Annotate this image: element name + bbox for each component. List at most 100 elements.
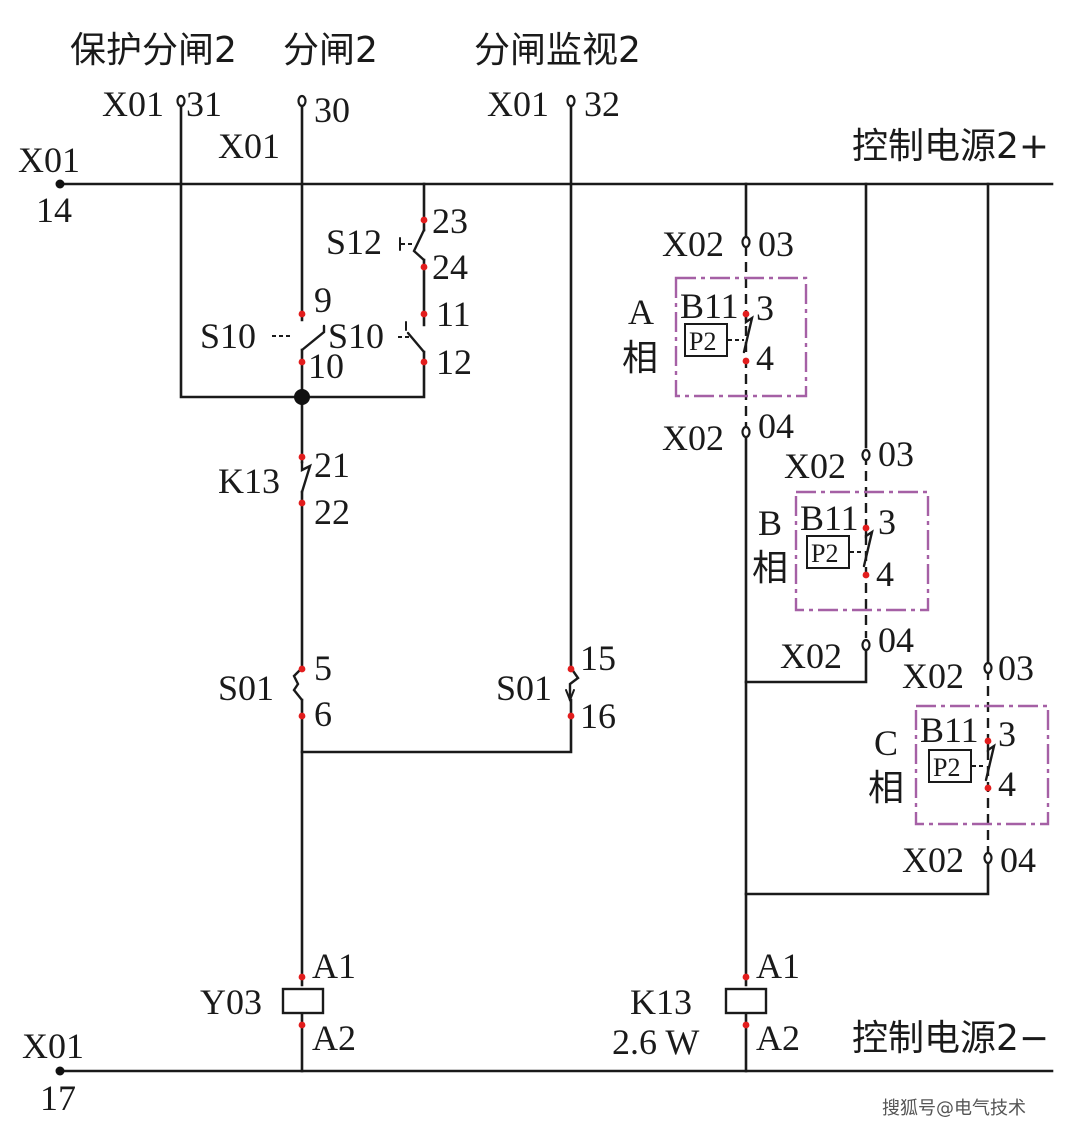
s01-left-contact: S01 5 6 [218, 648, 332, 734]
phase-c-pin-a: 3 [998, 714, 1016, 754]
phase-c-sensor-box [928, 749, 972, 783]
pin-marker [420, 310, 428, 318]
phase-a-device: B11 [680, 286, 739, 326]
phase-b-bottom-strip: X02 [780, 636, 842, 676]
negative-bus-label: 控制电源2− [852, 1018, 1049, 1059]
s10-left-pin-b: 10 [308, 346, 344, 386]
s01-right-pin-a: 15 [580, 638, 616, 678]
terminal-dot [861, 638, 871, 652]
header-trip: 分闸2 [283, 30, 378, 71]
s01-right-blade [568, 666, 580, 702]
s01-left-blade [292, 666, 304, 702]
s01-right-pin-b: 16 [580, 696, 616, 736]
pin-marker [567, 712, 575, 720]
s10-left-blade [300, 324, 326, 352]
phase-a-letter: A [628, 292, 654, 332]
phase-a-sensor: P2 [689, 327, 716, 356]
wire-s10-right-return [300, 350, 426, 399]
pin-marker [862, 571, 870, 579]
pin-marker [420, 216, 428, 224]
pin-marker [742, 357, 750, 365]
s01-right-label: S01 [496, 668, 552, 708]
header-protect-trip: 保护分闸2 [70, 30, 237, 71]
phase-c-suffix: 相 [868, 768, 904, 809]
terminal-dot [176, 94, 186, 108]
terminal-pin-label: 17 [40, 1078, 76, 1118]
k13-contact-pin-b: 22 [314, 492, 350, 532]
s10-right-label: S10 [328, 316, 384, 356]
k13-coil-body [724, 987, 768, 1015]
s12-contact: S12 23 24 [326, 201, 468, 287]
terminal-pin-label: 30 [314, 90, 350, 130]
phase-b-pin-a: 3 [878, 502, 896, 542]
terminal-strip-label: X01 [18, 140, 80, 180]
terminal-strip-label: X01 [487, 84, 549, 124]
y03-coil-body [281, 987, 325, 1015]
phase-c-top-strip: X02 [902, 656, 964, 696]
terminal-x01-30: X01 30 [218, 90, 350, 166]
phase-b-letter: B [758, 503, 782, 543]
terminal-pin-label: 31 [186, 84, 222, 124]
phase-c-blade [984, 742, 996, 782]
phase-c-bottom-pin: 04 [1000, 840, 1036, 880]
phase-a-pin-a: 3 [756, 288, 774, 328]
terminal-dot [741, 425, 751, 439]
phase-c-bottom-strip: X02 [902, 840, 964, 880]
s12-pin-b: 24 [432, 247, 468, 287]
s12-pin-a: 23 [432, 201, 468, 241]
y03-pin-a: A1 [312, 946, 356, 986]
s10-right-blade [406, 331, 426, 354]
y03-pin-b: A2 [312, 1018, 356, 1058]
pin-marker [298, 1021, 306, 1029]
terminal-dot [861, 448, 871, 462]
s10-right-pin-b: 12 [436, 342, 472, 382]
phase-a-suffix: 相 [622, 338, 658, 379]
pin-marker [298, 973, 306, 981]
terminal-dot [983, 661, 993, 675]
terminal-strip-label: X01 [218, 126, 280, 166]
phase-a-sensor-box [684, 323, 728, 357]
pin-marker [420, 358, 428, 366]
terminal-pin-label: 14 [36, 190, 72, 230]
terminal-dot [55, 179, 65, 189]
phase-b-box [794, 490, 930, 612]
k13-contact-pin-a: 21 [314, 445, 350, 485]
phase-a-blade [742, 314, 754, 354]
pin-marker [298, 499, 306, 507]
terminal-dot [566, 94, 576, 108]
phase-c-pin-b: 4 [998, 764, 1016, 804]
pin-marker [298, 358, 306, 366]
k13-coil-pin-b: A2 [756, 1018, 800, 1058]
phase-a-top-strip: X02 [662, 224, 724, 264]
s10-left-label: S10 [200, 316, 256, 356]
terminal-x01-32: X01 32 [487, 84, 620, 124]
phase-a-bottom-strip: X02 [662, 418, 724, 458]
pin-marker [742, 1021, 750, 1029]
negative-bus: 控制电源2− [58, 1018, 1054, 1073]
wire-protect-trip [179, 104, 304, 399]
k13-contact-label: K13 [218, 461, 280, 501]
phase-a-box [674, 276, 808, 398]
phase-a-monitor: X02 03 X02 04 A 相 B11 P2 3 4 [622, 224, 808, 458]
watermark: 搜狐号@电气技术 [882, 1098, 1026, 1119]
phase-b-sensor: P2 [811, 539, 838, 568]
phase-b-top-pin: 03 [878, 434, 914, 474]
s01-left-pin-a: 5 [314, 648, 332, 688]
phase-c-top-pin: 03 [998, 648, 1034, 688]
phase-b-monitor: X02 03 X02 04 B 相 B11 P2 3 4 [752, 434, 930, 676]
phase-b-pin-b: 4 [876, 554, 894, 594]
k13-blade [300, 460, 312, 494]
k13-coil-power: 2.6 W [612, 1022, 699, 1062]
phase-a-pin-b: 4 [756, 338, 774, 378]
pin-marker [567, 665, 575, 673]
pin-marker [298, 453, 306, 461]
k13-coil: K13 2.6 W A1 A2 [612, 946, 800, 1062]
s12-blade [412, 228, 426, 262]
pin-marker [742, 973, 750, 981]
s12-label: S12 [326, 222, 382, 262]
terminal-dot [741, 235, 751, 249]
pin-marker [298, 712, 306, 720]
phase-b-sensor-box [806, 535, 850, 569]
y03-label: Y03 [200, 982, 262, 1022]
